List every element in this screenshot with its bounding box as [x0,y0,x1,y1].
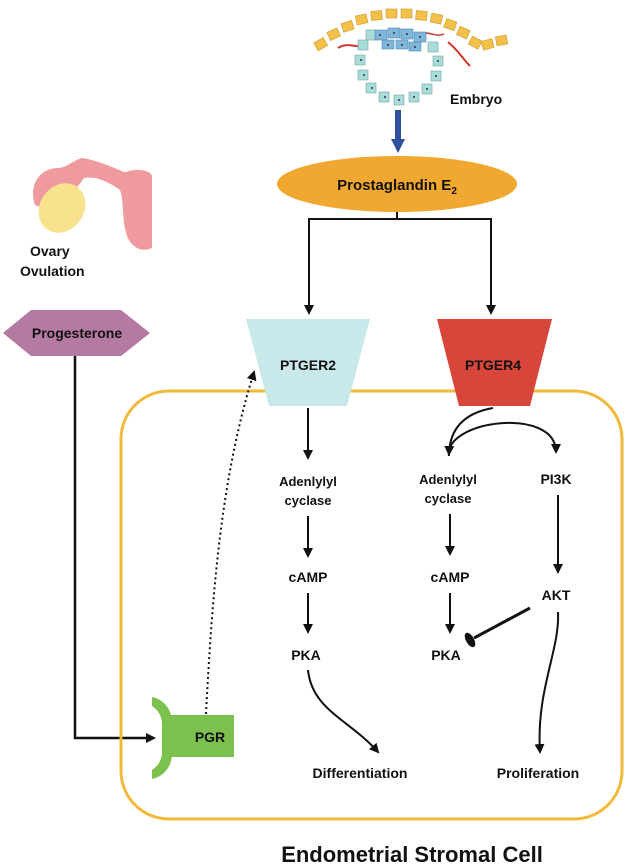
ptger4-receptor [437,319,552,406]
ovary-label-line2: Ovulation [20,263,85,279]
akt-to-proliferation-arrow [534,611,560,754]
ptger4-to-pi3k-arrow [447,421,561,457]
pi3k-label: PI3K [540,471,571,487]
ptger2-label: PTGER2 [280,357,336,373]
prostaglandin-label: Prostaglandin E2 [337,177,457,197]
cell-outline [119,389,624,821]
embryo-label: Embryo [450,91,502,107]
middle-cyclase-line1: Adenlylyl [419,472,477,487]
pgr-label: PGR [195,729,225,745]
cell-title: Endometrial Stromal Cell [281,842,543,867]
prostaglandin-to-ptger2-arrow [304,212,398,315]
ovary-label-line1: Ovary [30,243,70,259]
embryo-illustration [313,8,509,106]
left-cyclase-line2: cyclase [285,493,332,508]
differentiation-label: Differentiation [313,765,408,781]
akt-inhibits-pka-line [473,606,531,640]
progesterone-shape [3,310,150,356]
inhibition-bar [464,632,476,648]
ovary-illustration [32,158,152,250]
akt-label: AKT [542,587,571,603]
ptger4-label: PTGER4 [465,357,521,373]
left-pka-to-differentiation-arrow [307,669,380,754]
middle-camp-label: cAMP [431,569,470,585]
prostaglandin-to-ptger4-arrow [397,218,496,315]
middle-pka-label: PKA [431,647,461,663]
embryo-outer-cells [313,8,509,52]
middle-cyclase-line2: cyclase [425,491,472,506]
proliferation-label: Proliferation [497,765,579,781]
progesterone-label: Progesterone [32,325,122,341]
progesterone-to-pgr-arrow [73,356,156,743]
prostaglandin-ellipse [277,156,517,212]
pgr-receptor [166,715,234,757]
ptger4-to-cyclase-arrow [444,407,494,456]
pgr-to-ptger2-arrow [205,370,257,715]
left-camp-label: cAMP [289,569,328,585]
ptger2-receptor [246,319,370,406]
left-pka-label: PKA [291,647,321,663]
left-cyclase-line1: Adenlylyl [279,474,337,489]
